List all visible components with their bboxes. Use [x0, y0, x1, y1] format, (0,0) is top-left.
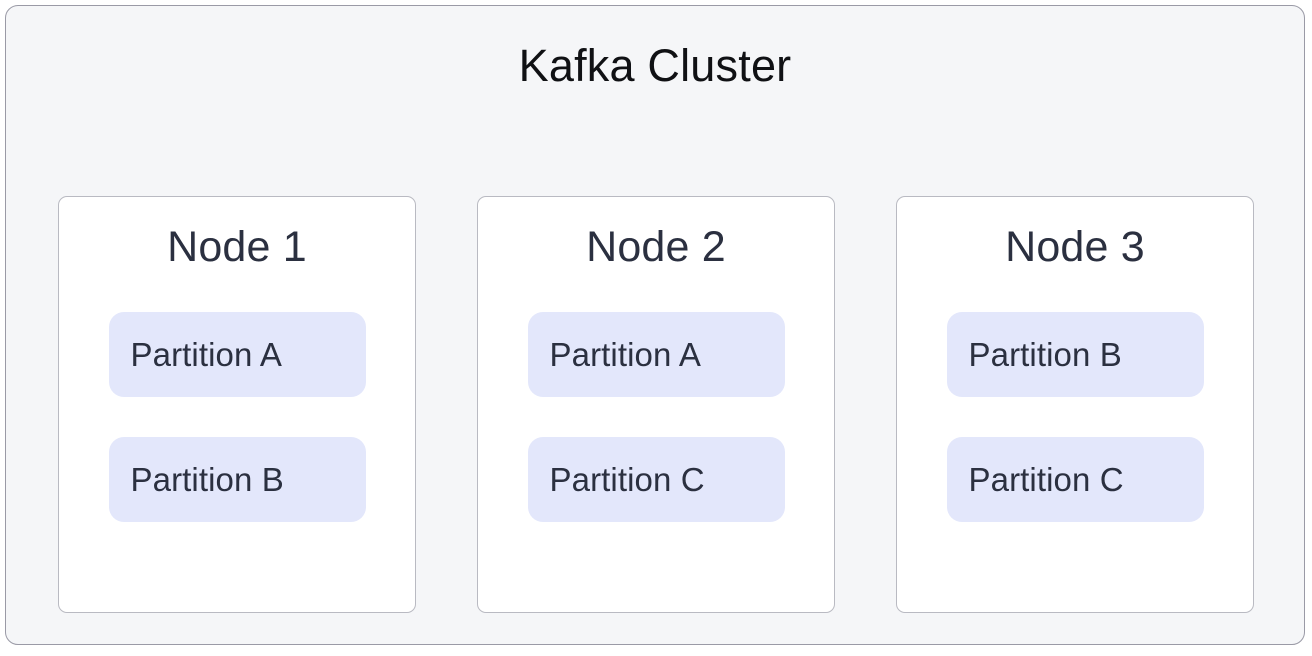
- node-title: Node 3: [1005, 223, 1145, 271]
- cluster-title: Kafka Cluster: [518, 40, 792, 91]
- partition-pill[interactable]: Partition A: [527, 312, 785, 398]
- nodes-row: Node 1 Partition A Partition B Node 2 Pa…: [58, 196, 1254, 613]
- partition-pill[interactable]: Partition C: [946, 437, 1204, 523]
- partition-list: Partition A Partition C: [527, 312, 785, 523]
- partition-list: Partition A Partition B: [108, 312, 366, 523]
- partition-pill[interactable]: Partition C: [527, 437, 785, 523]
- node-title: Node 1: [167, 223, 307, 271]
- partition-pill[interactable]: Partition A: [108, 312, 366, 398]
- kafka-cluster-frame: Kafka Cluster Node 1 Partition A Partiti…: [5, 5, 1305, 645]
- node-title: Node 2: [586, 223, 726, 271]
- partition-pill[interactable]: Partition B: [946, 312, 1204, 398]
- partition-pill[interactable]: Partition B: [108, 437, 366, 523]
- node-card-1[interactable]: Node 1 Partition A Partition B: [58, 196, 416, 613]
- partition-list: Partition B Partition C: [946, 312, 1204, 523]
- node-card-2[interactable]: Node 2 Partition A Partition C: [477, 196, 835, 613]
- node-card-3[interactable]: Node 3 Partition B Partition C: [896, 196, 1254, 613]
